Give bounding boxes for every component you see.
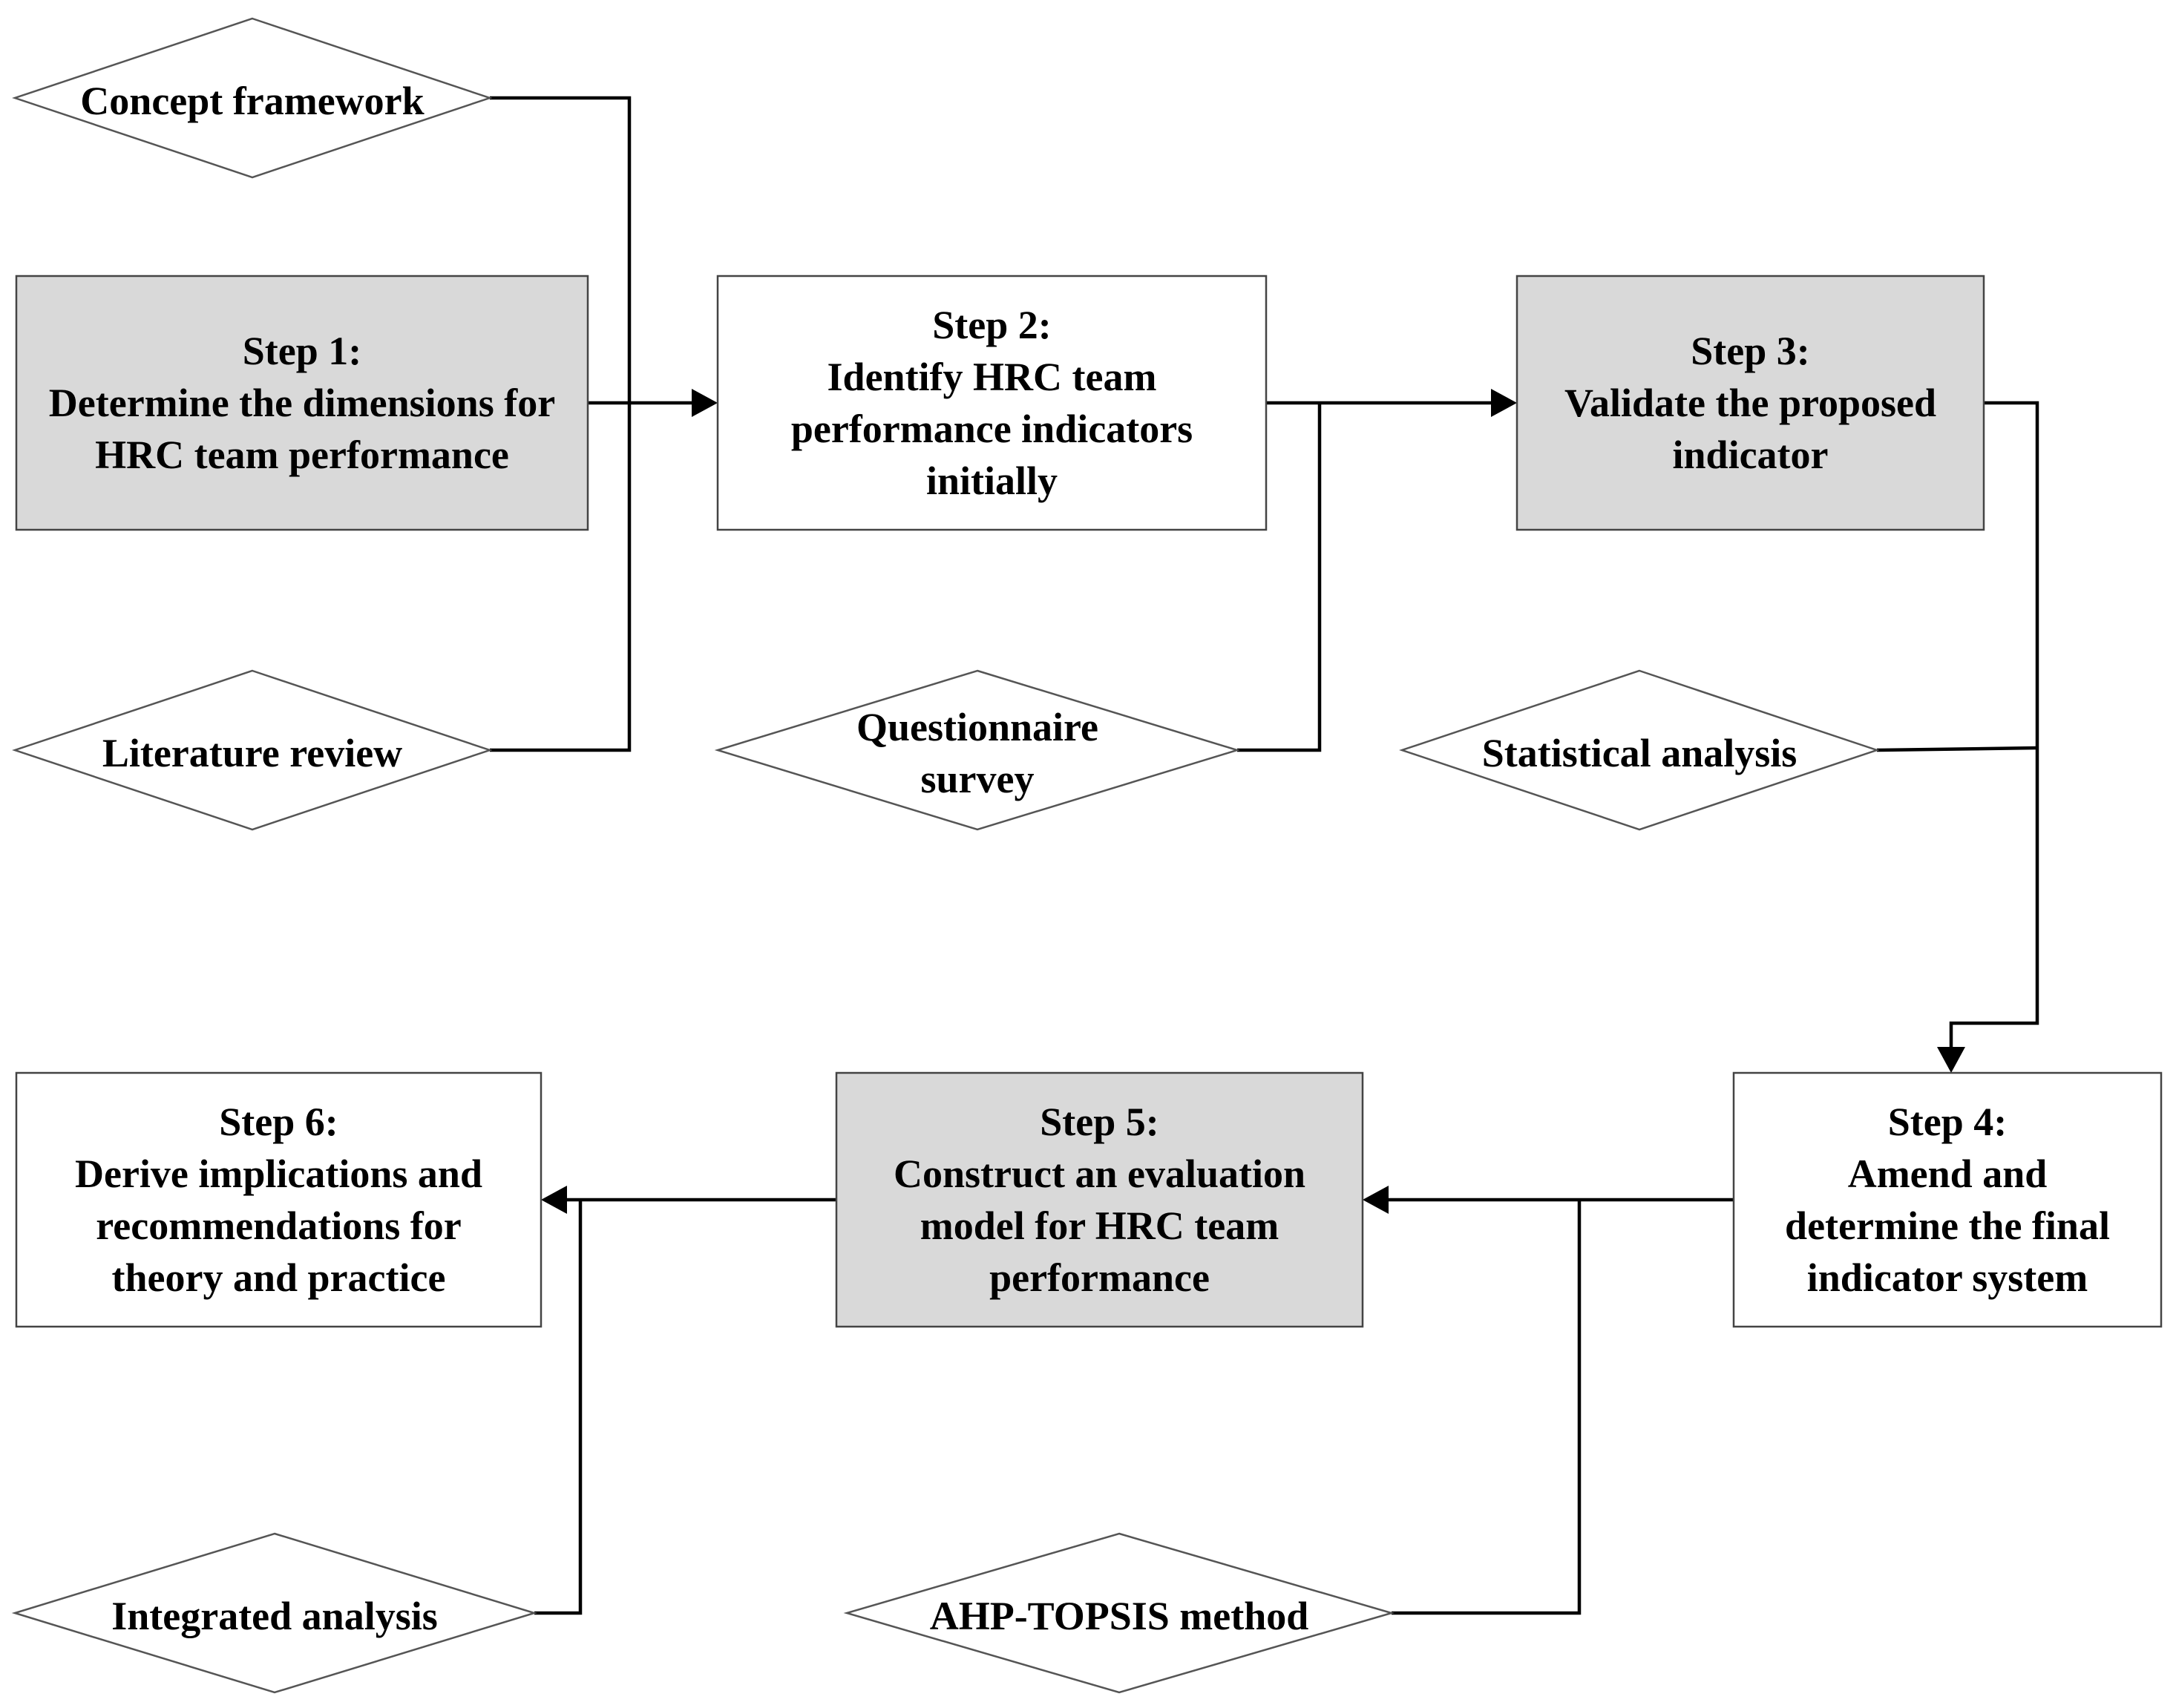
statistical-analysis-connector xyxy=(1876,746,2038,752)
concept-framework-line-1: Concept framework xyxy=(80,79,424,123)
literature-review-line-1: Literature review xyxy=(102,731,402,775)
ahp-topsis-connector xyxy=(1392,1200,1582,1615)
ahp-topsis-method-shape xyxy=(843,1532,1395,1694)
step-2-box: Step 2: Identify HRC team performance indi… xyxy=(716,275,1268,531)
step-3-line-3: indicator xyxy=(1673,433,1829,477)
step-2-rect xyxy=(716,275,1268,531)
arrowhead-into-step-4 xyxy=(1937,1047,1965,1073)
questionnaire-survey-diamond: Questionnaire survey xyxy=(714,669,1241,831)
arrowhead-into-step-6 xyxy=(541,1186,567,1214)
questionnaire-survey-line-2: survey xyxy=(921,757,1035,801)
step-1-rect xyxy=(15,275,589,531)
step-2-line-3: performance indicators xyxy=(791,407,1193,451)
step-2-line-4: initially xyxy=(926,459,1058,503)
step-5-line-3: model for HRC team xyxy=(920,1203,1279,1248)
step-6-rect xyxy=(15,1071,543,1328)
step-6-line-1: Step 6: xyxy=(219,1100,338,1144)
step-5-rect xyxy=(835,1071,1364,1328)
concept-framework-connector xyxy=(490,96,632,403)
ahp-topsis-method-line-1: AHP-TOPSIS method xyxy=(930,1594,1309,1638)
step3-to-step4-connector xyxy=(1949,401,2039,1052)
step-2-line-2: Identify HRC team xyxy=(828,355,1157,399)
questionnaire-survey-shape xyxy=(714,669,1241,831)
step-1-line-1: Step 1: xyxy=(243,329,362,373)
integrated-analysis-connector xyxy=(534,1200,583,1615)
step-6-line-4: theory and practice xyxy=(112,1255,446,1300)
arrowhead-into-step-2 xyxy=(692,389,718,417)
literature-review-shape xyxy=(12,669,493,831)
step-6-box: Step 6: Derive implications and recommenda… xyxy=(15,1071,543,1328)
step-4-line-1: Step 4: xyxy=(1888,1100,2008,1144)
concept-framework-shape xyxy=(12,17,493,179)
arrowhead-into-step-3 xyxy=(1491,389,1517,417)
integrated-analysis-line-1: Integrated analysis xyxy=(111,1594,438,1638)
statistical-analysis-shape xyxy=(1399,669,1880,831)
step-1-line-2: Determine the dimensions for xyxy=(49,381,555,425)
questionnaire-survey-line-1: Questionnaire xyxy=(856,705,1098,749)
step-6-line-3: recommendations for xyxy=(96,1203,461,1248)
step-4-box: Step 4: Amend and determine the final indic… xyxy=(1732,1071,2163,1328)
connector-lines xyxy=(490,96,2039,1615)
step-1-line-3: HRC team performance xyxy=(95,433,509,477)
arrowhead-into-step-5 xyxy=(1363,1186,1389,1214)
concept-framework-diamond: Concept framework xyxy=(12,17,493,179)
step-5-line-1: Step 5: xyxy=(1040,1100,1159,1144)
step-5-box: Step 5: Construct an evaluation model for … xyxy=(835,1071,1364,1328)
step-4-line-3: determine the final xyxy=(1785,1203,2110,1248)
step-5-line-4: performance xyxy=(989,1255,1210,1300)
step-3-rect xyxy=(1515,275,1985,531)
step-5-line-2: Construct an evaluation xyxy=(894,1152,1305,1196)
step-2-line-1: Step 2: xyxy=(932,303,1052,347)
integrated-analysis-shape xyxy=(11,1532,538,1694)
ahp-topsis-method-diamond: AHP-TOPSIS method xyxy=(843,1532,1395,1694)
step-3-line-1: Step 3: xyxy=(1691,329,1810,373)
integrated-analysis-diamond: Integrated analysis xyxy=(11,1532,538,1694)
statistical-analysis-line-1: Statistical analysis xyxy=(1482,731,1798,775)
step-4-line-2: Amend and xyxy=(1848,1152,2048,1196)
literature-review-connector xyxy=(490,403,632,752)
step-3-line-2: Validate the proposed xyxy=(1564,381,1936,425)
step-3-box: Step 3: Validate the proposed indicator xyxy=(1515,275,1985,531)
step-4-rect xyxy=(1732,1071,2163,1328)
step-4-line-4: indicator system xyxy=(1807,1255,2088,1300)
literature-review-diamond: Literature review xyxy=(12,669,493,831)
statistical-analysis-diamond: Statistical analysis xyxy=(1399,669,1880,831)
questionnaire-connector xyxy=(1237,403,1322,752)
step-6-line-2: Derive implications and xyxy=(75,1152,482,1196)
